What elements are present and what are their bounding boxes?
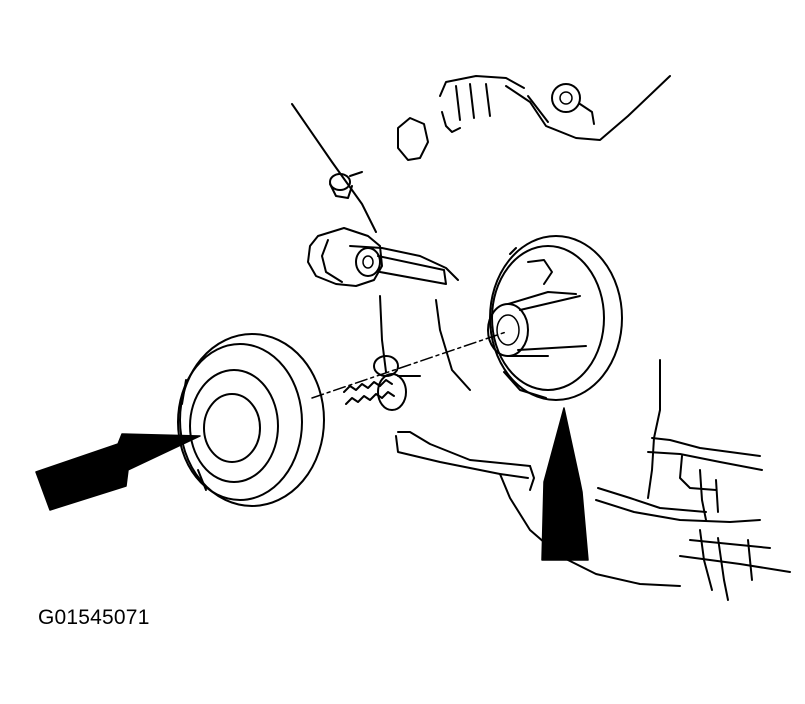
seal-bore bbox=[487, 235, 623, 401]
alignment-line bbox=[311, 331, 507, 399]
bracket bbox=[307, 227, 447, 287]
figure-code: G01545071 bbox=[38, 606, 150, 629]
bolt bbox=[329, 171, 363, 199]
arrow-to-seal bbox=[35, 433, 201, 511]
engine-block bbox=[291, 75, 791, 601]
seal bbox=[177, 333, 325, 507]
crankshaft-stud bbox=[343, 355, 421, 411]
arrow-to-seal-bore bbox=[541, 407, 589, 561]
